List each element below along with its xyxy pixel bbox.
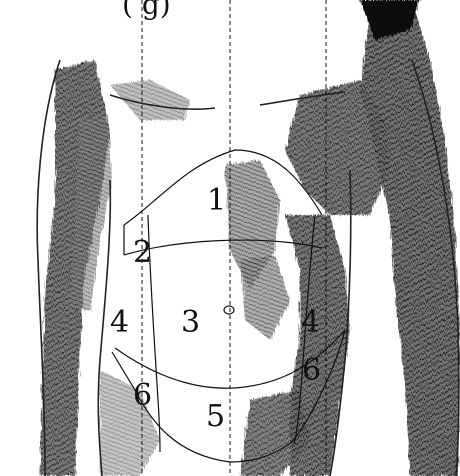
region-label-5: 5 — [206, 399, 225, 434]
upper-transverse-line — [124, 240, 322, 255]
torso-shading — [40, 0, 460, 476]
region-label-3: 3 — [181, 305, 200, 340]
region-label-6-left: 6 — [133, 378, 152, 413]
header-fragment: ( g) — [122, 0, 171, 21]
region-label-6-right: 6 — [302, 353, 321, 388]
region-label-4-right: 4 — [301, 305, 320, 340]
region-label-1: 1 — [207, 183, 226, 218]
region-label-4-left: 4 — [110, 305, 129, 340]
region-label-2: 2 — [133, 235, 152, 270]
umbilicus — [224, 306, 234, 314]
